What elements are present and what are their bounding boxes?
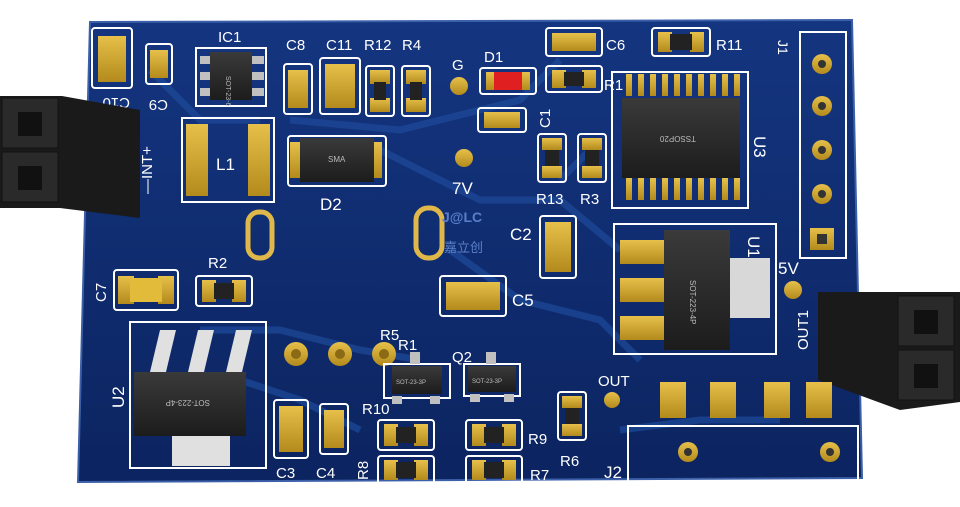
c8-capacitor	[283, 63, 313, 115]
c7-capacitor	[113, 269, 179, 311]
label-d1: D1	[484, 49, 503, 66]
c9-capacitor	[145, 43, 173, 85]
5v-testpoint	[784, 281, 802, 299]
label-c9: C9	[149, 96, 168, 113]
r13-resistor	[537, 133, 567, 183]
label-r7: R7	[530, 467, 549, 484]
j2-connector	[627, 382, 859, 485]
label-5v: 5V	[778, 259, 799, 278]
label-out: OUT	[598, 373, 630, 390]
label-c3: C3	[276, 465, 295, 482]
label-q2: Q2	[452, 349, 472, 366]
label-r12: R12	[364, 37, 392, 54]
label-c1: C1	[537, 109, 554, 128]
q2-mark: SOT-23-3P	[472, 379, 502, 385]
c2-capacitor	[539, 215, 577, 279]
label-r10: R10	[362, 401, 390, 418]
through-hole-pads	[284, 342, 396, 366]
c5-capacitor	[439, 275, 507, 317]
j1-connector	[799, 31, 847, 259]
7v-testpoint	[455, 149, 473, 167]
r3-resistor	[577, 133, 607, 183]
label-r1b: R1	[398, 337, 417, 354]
label-c6: C6	[606, 37, 625, 54]
u2-regulator	[129, 321, 267, 469]
label-ic1: IC1	[218, 29, 241, 46]
q1-mark: SOT-23-3P	[396, 380, 426, 386]
u3-mark: TSSOP20	[659, 134, 696, 143]
out-testpoint	[604, 392, 620, 408]
label-c5: C5	[512, 291, 534, 310]
label-l1: L1	[216, 155, 235, 174]
r4-resistor	[401, 65, 431, 117]
label-r3: R3	[580, 191, 599, 208]
q2-transistor	[463, 352, 521, 402]
int-connector	[0, 96, 140, 218]
r11-resistor	[651, 27, 711, 57]
u3-chip	[611, 71, 749, 209]
label-j1: J1	[775, 40, 791, 55]
label-j2: J2	[604, 463, 622, 482]
label-c11: C11	[326, 37, 352, 54]
label-c8: C8	[286, 37, 305, 54]
label-r8: R8	[355, 461, 372, 480]
label-u1: U1	[744, 236, 763, 258]
d1-led	[479, 67, 537, 95]
watermark-brand: 嘉立创	[444, 240, 483, 255]
q1-transistor	[383, 352, 451, 404]
mounting-slot-center	[413, 205, 445, 261]
label-r5: R5	[380, 327, 399, 344]
ic1-mark: SOT-23-6	[224, 76, 231, 106]
label-c2: C2	[510, 225, 532, 244]
r7-resistor	[465, 455, 523, 485]
label-r11: R11	[716, 37, 742, 54]
r9-resistor	[465, 419, 523, 451]
label-c4: C4	[316, 465, 335, 482]
label-c7: C7	[93, 283, 110, 302]
label-u2: U2	[109, 386, 128, 408]
r2-resistor	[195, 275, 253, 307]
d2-diode	[287, 135, 387, 187]
ic1-chip	[195, 47, 267, 107]
r12-resistor	[365, 65, 395, 117]
label-out1: OUT1	[795, 310, 812, 350]
u1-regulator	[613, 223, 777, 355]
watermark-logo: J@LC	[442, 209, 482, 225]
label-r6: R6	[560, 453, 579, 470]
c4-capacitor	[319, 403, 349, 455]
label-r1: R1	[604, 77, 623, 94]
r10-resistor	[377, 419, 435, 451]
c10-capacitor	[91, 27, 133, 89]
label-int: —INT+	[139, 146, 156, 194]
label-d2: D2	[320, 195, 342, 214]
c3-capacitor	[273, 399, 309, 459]
c1-capacitor	[477, 107, 527, 133]
out1-connector	[818, 292, 960, 410]
l1-inductor	[181, 117, 275, 203]
d2-mark: SMA	[328, 155, 346, 164]
label-r4: R4	[402, 37, 421, 54]
c6-capacitor	[545, 27, 603, 57]
label-r13: R13	[536, 191, 564, 208]
u2-mark: SOT-223-4P	[166, 398, 210, 407]
r6-resistor	[557, 391, 587, 441]
r1-resistor	[545, 65, 603, 93]
label-g: G	[452, 57, 464, 74]
label-r2: R2	[208, 255, 227, 272]
c11-capacitor	[319, 57, 361, 115]
label-u3: U3	[750, 136, 769, 158]
label-r9: R9	[528, 431, 547, 448]
label-7v: 7V	[452, 179, 473, 198]
r8-resistor	[377, 455, 435, 485]
g-testpoint	[450, 77, 468, 95]
mounting-slot-left	[245, 209, 275, 261]
u1-mark: SOT-223-4P	[688, 280, 697, 324]
